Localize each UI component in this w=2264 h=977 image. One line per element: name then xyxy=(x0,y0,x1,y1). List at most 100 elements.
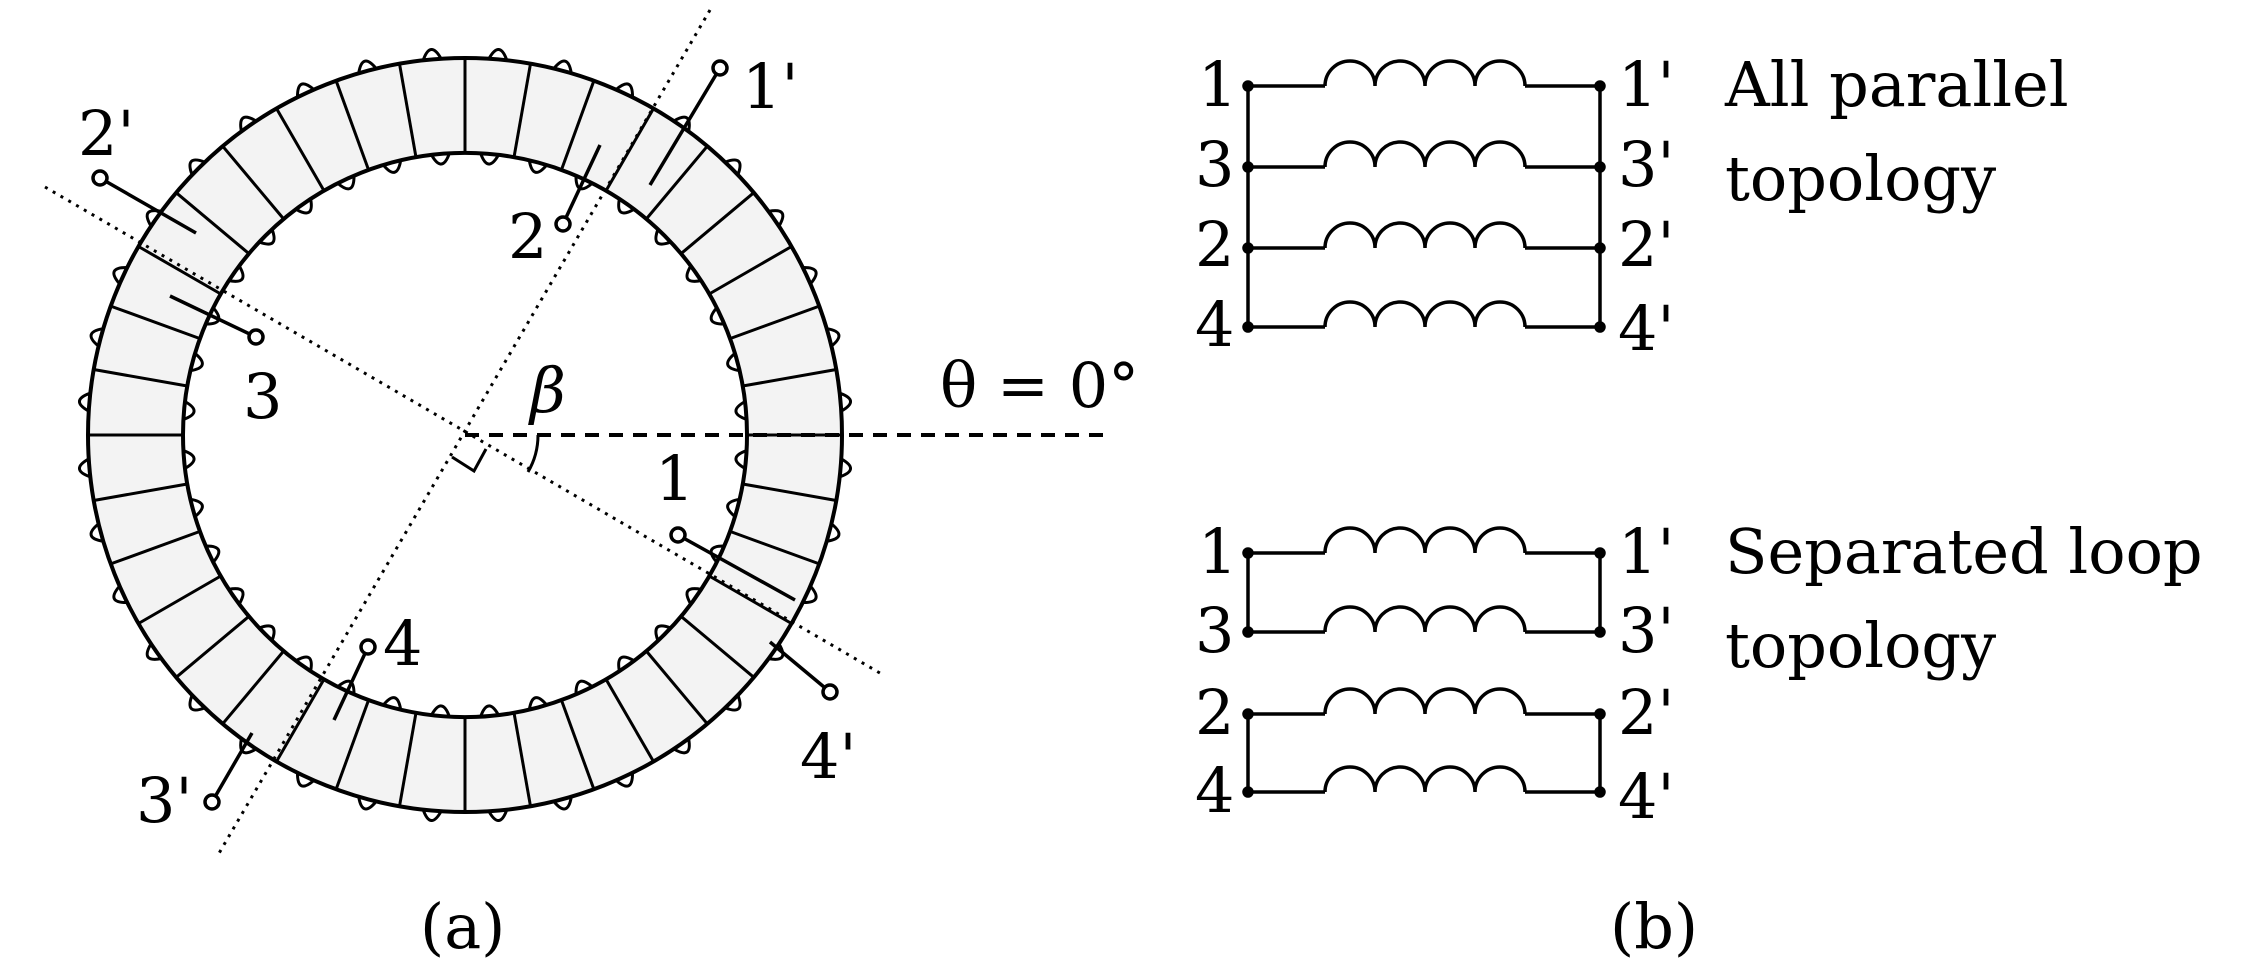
winding-loop xyxy=(479,704,500,718)
winding-loop xyxy=(802,585,818,605)
terminal-3 xyxy=(247,328,265,346)
winding-loop xyxy=(112,585,128,605)
parallel-title-line2: topology xyxy=(1725,142,1996,215)
winding-loop xyxy=(239,738,257,755)
core-segment-line xyxy=(708,574,793,625)
winding-loop xyxy=(295,82,315,98)
core-segment-line xyxy=(398,712,418,807)
winding-loop xyxy=(734,400,748,421)
winding-loop xyxy=(487,809,509,822)
winding-loop xyxy=(336,175,356,191)
sep-left-2: 2 xyxy=(1195,676,1234,749)
core-segment-line xyxy=(604,678,655,763)
winding-loop xyxy=(487,48,509,61)
label-3: 3 xyxy=(243,360,282,433)
winding-loop xyxy=(654,624,672,642)
winding-loop xyxy=(709,306,725,326)
winding-loop xyxy=(839,457,852,479)
core-segment-line xyxy=(729,304,820,341)
terminal-leads xyxy=(91,59,839,811)
core-segment-line xyxy=(275,678,326,763)
winding-loop xyxy=(839,391,852,413)
terminal-dot xyxy=(1594,161,1606,173)
core-segment-line xyxy=(175,191,250,255)
terminal-dot xyxy=(1242,708,1254,720)
label-4p: 4' xyxy=(800,720,857,793)
inductor xyxy=(1323,140,1527,168)
winding-loop xyxy=(295,655,313,672)
core-segment-line xyxy=(221,650,285,725)
terminal-dot xyxy=(1594,242,1606,254)
right-angle-mark xyxy=(451,448,488,474)
winding-loop xyxy=(734,449,748,470)
winding-loop xyxy=(258,624,276,642)
core-segment-line xyxy=(334,80,371,171)
winding-loop xyxy=(112,265,128,285)
par-left-3: 3 xyxy=(1195,128,1234,201)
core-segment-line xyxy=(604,107,655,192)
label-2p: 2' xyxy=(78,97,135,170)
winding-loop xyxy=(724,158,742,176)
core-segment-line xyxy=(221,145,285,220)
separated-title-line1: Separated loop xyxy=(1725,515,2203,588)
par-left-1: 1 xyxy=(1198,48,1237,121)
core-segment-line xyxy=(742,482,837,502)
terminal-1p xyxy=(711,59,729,77)
core-segment-line xyxy=(645,650,709,725)
terminal-dot xyxy=(1594,786,1606,798)
terminal-2p xyxy=(91,169,109,187)
core-segment-line xyxy=(334,699,371,790)
terminal-dot xyxy=(1594,708,1606,720)
par-right-4p: 4' xyxy=(1618,292,1675,365)
terminal-dot xyxy=(1242,547,1254,559)
core-segment-line xyxy=(137,245,222,296)
parallel-topology-circuit xyxy=(1242,59,1606,333)
winding-loop xyxy=(357,59,378,74)
dotted-axis-a xyxy=(216,9,712,856)
winding-loop xyxy=(802,265,818,285)
core-segment-line xyxy=(398,63,418,158)
winding-loop xyxy=(382,696,403,710)
terminal-4 xyxy=(359,638,377,656)
winding-loop xyxy=(574,679,594,695)
winding-loop xyxy=(673,115,691,132)
winding-loop xyxy=(617,655,635,672)
winding-loop xyxy=(205,544,221,564)
inductor xyxy=(1323,526,1527,554)
sep-right-1p: 1' xyxy=(1618,515,1675,588)
beta-label: β xyxy=(528,354,566,427)
inductor xyxy=(1323,59,1527,87)
core-segment-line xyxy=(708,245,793,296)
winding-loop xyxy=(188,694,206,712)
winding-loop xyxy=(357,796,378,811)
terminal-dot xyxy=(1594,626,1606,638)
winding-loop xyxy=(685,265,702,283)
core-segment-line xyxy=(110,529,201,566)
winding-loop xyxy=(673,738,691,755)
terminal-dot xyxy=(1242,626,1254,638)
winding-loop xyxy=(89,327,104,348)
core-segment-line xyxy=(729,529,820,566)
winding-loop xyxy=(552,59,573,74)
winding-loop xyxy=(382,160,403,174)
sep-left-3: 3 xyxy=(1195,594,1234,667)
label-2: 2 xyxy=(508,200,547,273)
separated-topology-circuit xyxy=(1242,526,1606,798)
par-right-2p: 2' xyxy=(1618,208,1675,281)
par-right-1p: 1' xyxy=(1618,48,1675,121)
core-segment-line xyxy=(137,574,222,625)
core-segment-line xyxy=(680,615,755,679)
winding-loop xyxy=(145,643,162,661)
caption-a: (a) xyxy=(420,890,505,963)
label-3p: 3' xyxy=(136,764,193,837)
winding-loop xyxy=(552,796,573,811)
core-segment-line xyxy=(275,107,326,192)
core-segment-line xyxy=(512,712,532,807)
core-segment-line xyxy=(93,482,188,502)
winding-loop xyxy=(78,457,91,479)
sep-right-2p: 2' xyxy=(1618,676,1675,749)
winding-loop xyxy=(421,48,443,61)
winding-loop xyxy=(89,522,104,543)
winding-loop xyxy=(258,228,276,246)
winding-loop xyxy=(726,352,740,373)
